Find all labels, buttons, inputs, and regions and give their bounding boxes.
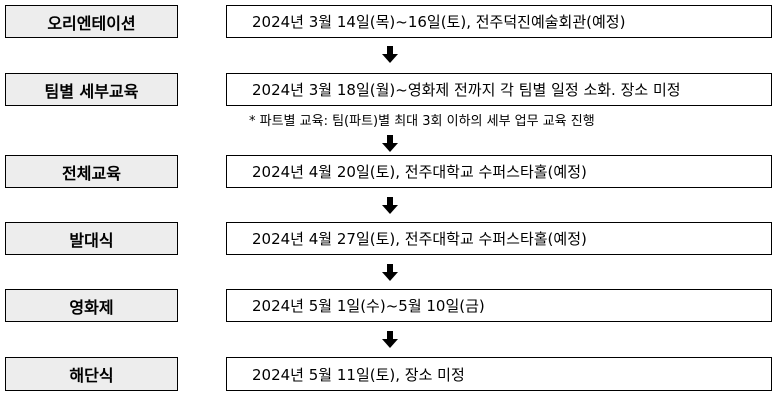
step-detail-general-training: 2024년 4월 20일(토), 전주대학교 수퍼스타홀(예정): [226, 155, 772, 188]
step-label-orientation: 오리엔테이션: [5, 5, 178, 38]
step-detail-launch-ceremony: 2024년 4월 27일(토), 전주대학교 수퍼스타홀(예정): [226, 222, 772, 255]
down-arrow-icon: [382, 197, 398, 214]
down-arrow-icon: [382, 46, 398, 63]
step-label-team-training: 팀별 세부교육: [5, 73, 178, 106]
down-arrow-icon: [382, 331, 398, 348]
step-detail-orientation: 2024년 3월 14일(목)~16일(토), 전주덕진예술회관(예정): [226, 5, 772, 38]
step-detail-closing-ceremony: 2024년 5월 11일(토), 장소 미정: [226, 357, 772, 391]
team-training-note: * 파트별 교육: 팀(파트)별 최대 3회 이하의 세부 업무 교육 진행: [249, 114, 595, 129]
step-detail-film-festival: 2024년 5월 1일(수)~5월 10일(금): [226, 289, 772, 322]
down-arrow-icon: [382, 264, 398, 281]
step-label-general-training: 전체교육: [5, 155, 178, 188]
step-detail-team-training: 2024년 3월 18일(월)~영화제 전까지 각 팀별 일정 소화. 장소 미…: [226, 73, 772, 106]
step-label-film-festival: 영화제: [5, 289, 178, 322]
step-label-launch-ceremony: 발대식: [5, 222, 178, 255]
step-label-closing-ceremony: 해단식: [5, 357, 178, 391]
down-arrow-icon: [382, 135, 398, 152]
